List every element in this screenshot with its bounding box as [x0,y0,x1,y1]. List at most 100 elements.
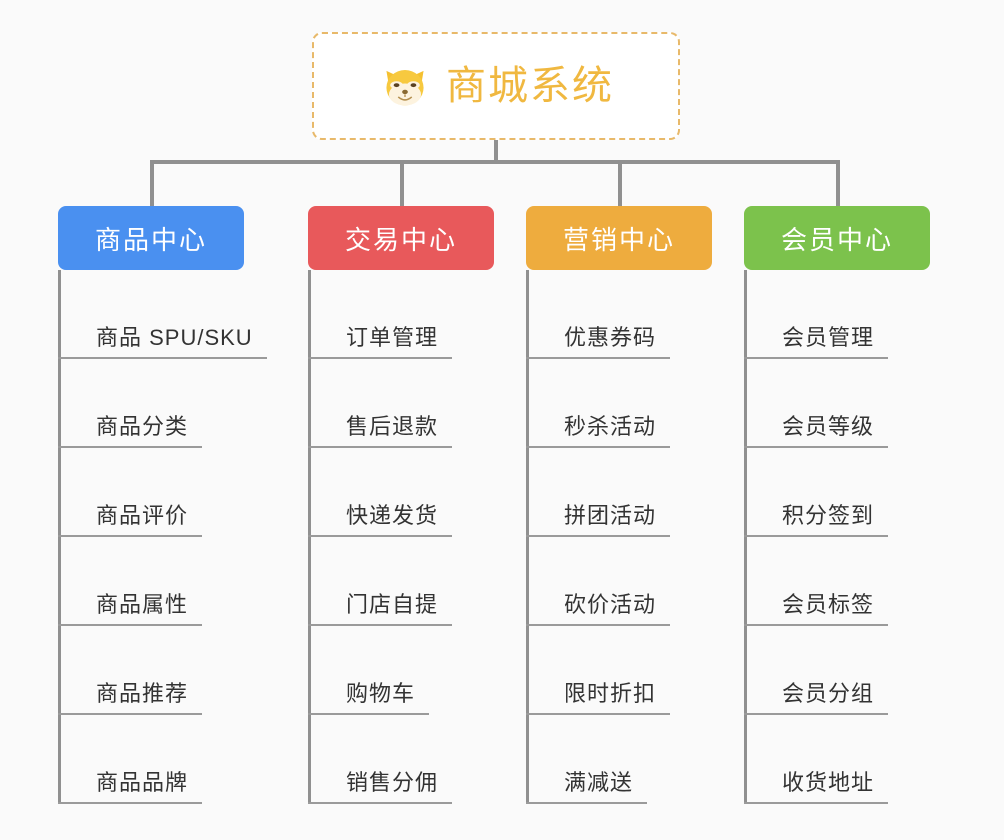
branch-children-member-center: 会员管理 会员等级 积分签到 会员标签 会员分组 收货地址 [744,270,930,804]
item-underline [308,357,452,359]
branch-column-trade-center: 交易中心 订单管理 售后退款 快递发货 门店自提 购物车 [308,206,494,804]
item-underline [58,713,202,715]
list-item[interactable]: 商品评价 [58,448,244,537]
branch-column-member-center: 会员中心 会员管理 会员等级 积分签到 会员标签 会员分组 [744,206,930,804]
connector-drop-4 [836,160,840,208]
connector-drop-3 [618,160,622,208]
item-underline [526,535,670,537]
item-underline [526,624,670,626]
branch-trunk [526,270,529,804]
list-item-label: 会员标签 [782,592,875,617]
item-underline [58,357,267,359]
branch-trunk [744,270,747,804]
item-underline [308,802,452,804]
list-item[interactable]: 销售分佣 [308,715,494,804]
list-item[interactable]: 收货地址 [744,715,930,804]
list-item-label: 砍价活动 [564,592,657,617]
list-item-label: 购物车 [346,681,416,706]
list-item[interactable]: 商品 SPU/SKU [58,270,267,359]
item-underline [744,446,888,448]
branch-column-marketing-center: 营销中心 优惠券码 秒杀活动 拼团活动 砍价活动 限时折扣 [526,206,712,804]
list-item-label: 限时折扣 [564,681,657,706]
item-underline [744,357,888,359]
branch-trunk [308,270,311,804]
branch-header-marketing-center[interactable]: 营销中心 [526,206,712,270]
list-item[interactable]: 商品属性 [58,537,244,626]
branch-header-member-center[interactable]: 会员中心 [744,206,930,270]
list-item-label: 商品评价 [96,503,189,528]
branch-column-product-center: 商品中心 商品 SPU/SKU 商品分类 商品评价 商品属性 商品推荐 [58,206,267,804]
list-item-label: 商品 SPU/SKU [96,325,253,350]
item-underline [744,802,888,804]
item-underline [744,535,888,537]
branch-children-product-center: 商品 SPU/SKU 商品分类 商品评价 商品属性 商品推荐 商品品牌 [58,270,267,804]
list-item[interactable]: 售后退款 [308,359,494,448]
root-node-shop-system[interactable]: 商城系统 [312,32,680,140]
item-underline [744,713,888,715]
branch-header-label: 交易中心 [344,224,457,255]
list-item-label: 商品属性 [96,592,189,617]
list-item-label: 满减送 [564,770,634,795]
connector-drop-1 [150,160,154,208]
branch-header-label: 商品中心 [94,224,207,255]
item-underline [744,624,888,626]
shiba-dog-face-icon [386,69,424,108]
branch-header-label: 会员中心 [780,224,893,255]
list-item[interactable]: 积分签到 [744,448,930,537]
item-underline [308,446,452,448]
list-item[interactable]: 满减送 [526,715,712,804]
list-item-label: 订单管理 [346,325,439,350]
connector-horizontal-bus [150,160,840,164]
list-item-label: 门店自提 [346,592,439,617]
list-item[interactable]: 订单管理 [308,270,494,359]
item-underline [526,446,670,448]
branch-header-label: 营销中心 [562,224,675,255]
list-item-label: 售后退款 [346,414,439,439]
list-item[interactable]: 会员标签 [744,537,930,626]
list-item[interactable]: 会员管理 [744,270,930,359]
list-item-label: 收货地址 [782,770,875,795]
list-item-label: 商品推荐 [96,681,189,706]
branch-header-trade-center[interactable]: 交易中心 [308,206,494,270]
item-underline [58,624,202,626]
list-item[interactable]: 商品品牌 [58,715,244,804]
list-item-label: 商品品牌 [96,770,189,795]
list-item[interactable]: 会员分组 [744,626,930,715]
list-item[interactable]: 商品推荐 [58,626,244,715]
list-item[interactable]: 拼团活动 [526,448,712,537]
list-item[interactable]: 快递发货 [308,448,494,537]
list-item-label: 会员管理 [782,325,875,350]
branch-children-trade-center: 订单管理 售后退款 快递发货 门店自提 购物车 销售分佣 [308,270,494,804]
item-underline [308,624,452,626]
list-item[interactable]: 限时折扣 [526,626,712,715]
list-item-label: 会员分组 [782,681,875,706]
list-item[interactable]: 购物车 [308,626,494,715]
list-item[interactable]: 优惠券码 [526,270,712,359]
list-item-label: 销售分佣 [346,770,439,795]
connector-drop-2 [400,160,404,208]
list-item-label: 快递发货 [346,503,439,528]
item-underline [58,446,202,448]
item-underline [308,713,429,715]
list-item-label: 积分签到 [782,503,875,528]
item-underline [526,713,670,715]
list-item[interactable]: 商品分类 [58,359,244,448]
item-underline [58,802,202,804]
item-underline [526,802,647,804]
list-item[interactable]: 秒杀活动 [526,359,712,448]
list-item-label: 秒杀活动 [564,414,657,439]
list-item-label: 商品分类 [96,414,189,439]
item-underline [308,535,452,537]
list-item[interactable]: 会员等级 [744,359,930,448]
item-underline [526,357,670,359]
branch-children-marketing-center: 优惠券码 秒杀活动 拼团活动 砍价活动 限时折扣 满减送 [526,270,712,804]
branch-header-product-center[interactable]: 商品中心 [58,206,244,270]
list-item-label: 拼团活动 [564,503,657,528]
branch-trunk [58,270,61,804]
connector-root-stem [494,140,498,163]
list-item-label: 会员等级 [782,414,875,439]
list-item[interactable]: 门店自提 [308,537,494,626]
root-node-title: 商城系统 [446,64,614,108]
list-item[interactable]: 砍价活动 [526,537,712,626]
